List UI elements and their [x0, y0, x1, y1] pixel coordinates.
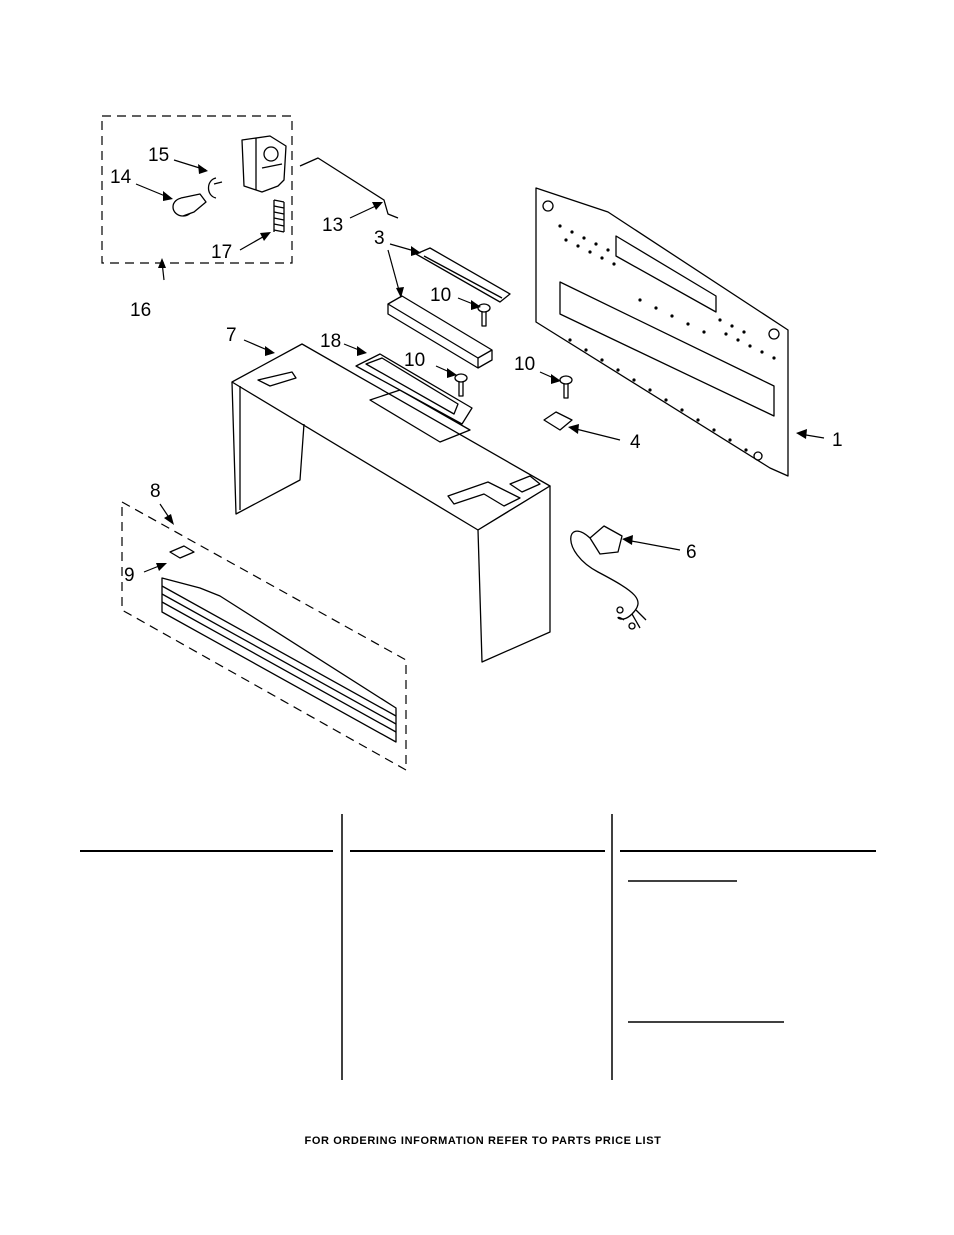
screw-part-10-a: [477, 303, 491, 327]
callout-15: 15: [148, 145, 169, 166]
parts-list-table: [80, 814, 876, 1080]
ordering-info-note: FOR ORDERING INFORMATION REFER TO PARTS …: [305, 1135, 662, 1147]
callout-10-right: 10: [514, 354, 535, 375]
callout-13: 13: [322, 215, 343, 236]
grille-kit-8-boundary: [121, 500, 407, 772]
channel-part-3-lower: [387, 295, 493, 369]
callout-10-upper: 10: [430, 285, 451, 306]
spring-part-17: [273, 199, 285, 233]
callout-8: 8: [150, 481, 161, 502]
label-part-9: [169, 545, 195, 559]
callout-3: 3: [374, 228, 385, 249]
callout-9: 9: [124, 565, 135, 586]
kit-16-boundary: [101, 115, 293, 264]
cabinet-wrapper-part-7: [231, 343, 551, 663]
back-panel-part-1: [535, 187, 789, 477]
callout-10-middle: 10: [404, 350, 425, 371]
callout-4: 4: [630, 432, 641, 453]
back-panel-holes: [558, 224, 776, 452]
vent-grille: [161, 577, 397, 743]
callout-labels: 15 14 17 16 13 3 10 7 18 10 10 4 1 6 8 9: [110, 145, 843, 586]
callout-17: 17: [211, 242, 232, 263]
wire-part-13: [299, 157, 399, 219]
plunger-part-14: [172, 193, 207, 217]
callout-1: 1: [832, 430, 843, 451]
callout-18: 18: [320, 331, 341, 352]
thermal-cutout-part-6: [570, 525, 647, 630]
door-latch-bracket: [241, 135, 287, 193]
screw-part-10-c: [559, 375, 573, 399]
callout-16: 16: [130, 300, 151, 321]
e-clip-part-15: [207, 177, 223, 199]
bracket-part-4: [543, 411, 573, 431]
screw-part-10-b: [454, 373, 468, 397]
callout-6: 6: [686, 542, 697, 563]
rail-part-3-upper: [415, 247, 511, 303]
gasket-plate-part-18: [355, 353, 473, 425]
leader-arrows: [135, 159, 825, 573]
callout-14: 14: [110, 167, 132, 188]
callout-7: 7: [226, 325, 237, 346]
